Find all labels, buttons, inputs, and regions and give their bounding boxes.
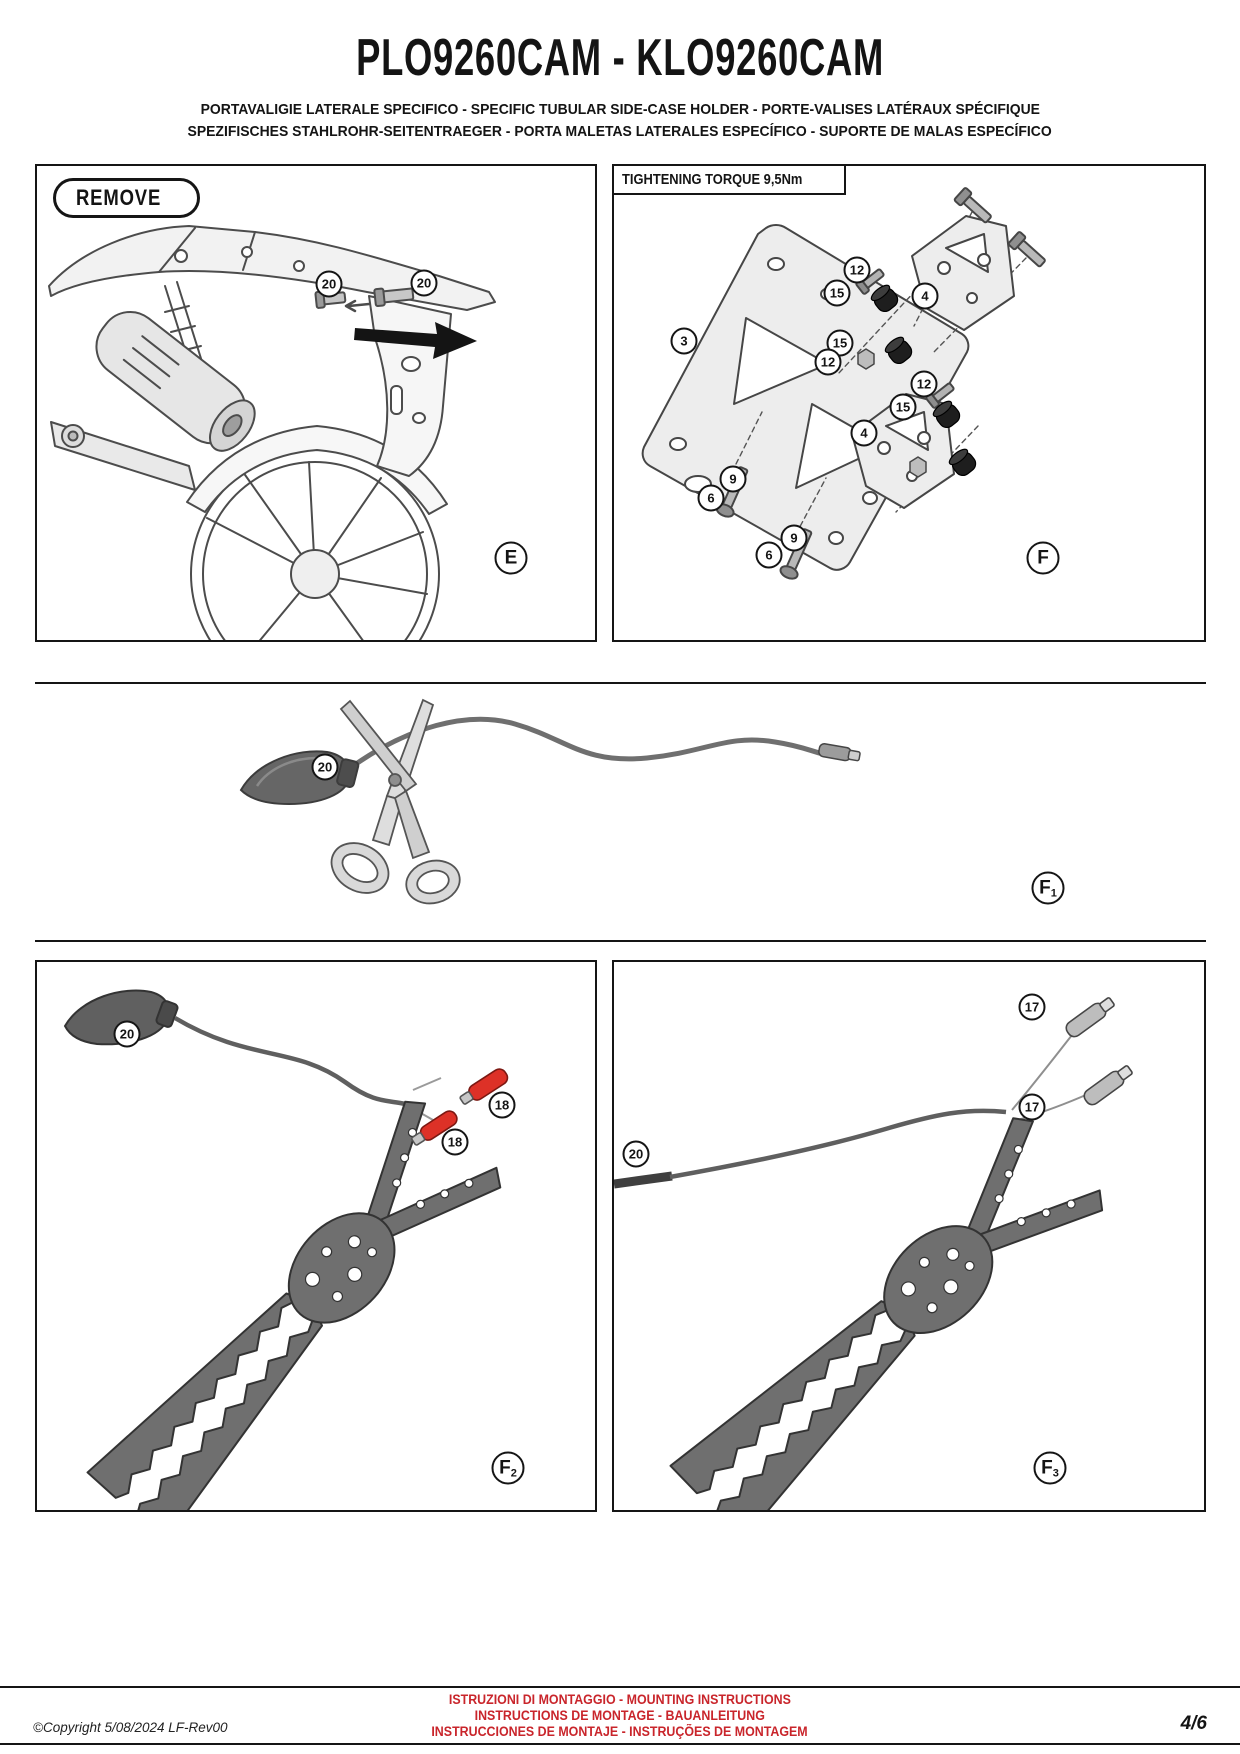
callout-20: 20 <box>311 753 339 781</box>
callout-6: 6 <box>755 541 783 569</box>
callout-12: 12 <box>814 348 842 376</box>
section-divider <box>35 940 1206 942</box>
subtitle-line-1-text: PORTAVALIGIE LATERALE SPECIFICO - SPECIF… <box>200 101 1040 118</box>
footer: ISTRUZIONI DI MONTAGGIO - MOUNTING INSTR… <box>0 1686 1240 1745</box>
callout-17: 17 <box>1018 1093 1046 1121</box>
section-divider <box>35 682 1206 684</box>
callout-17: 17 <box>1018 993 1046 1021</box>
figure-letter: F <box>1041 1457 1053 1478</box>
callout-12: 12 <box>910 370 938 398</box>
remove-label: REMOVE <box>53 178 201 218</box>
callout-9: 9 <box>719 465 747 493</box>
subtitle-line-2: SPEZIFISCHES STAHLROHR-SEITENTRAEGER - P… <box>0 123 1240 140</box>
figure-letter: F <box>1037 547 1049 568</box>
callout-20: 20 <box>622 1140 650 1168</box>
callout-4: 4 <box>911 282 939 310</box>
page-title-text: PLO9260CAM - KLO9260CAM <box>356 29 884 87</box>
callout-6: 6 <box>697 484 725 512</box>
torque-label: TIGHTENING TORQUE 9,5Nm <box>612 164 846 195</box>
panel-step-f: TIGHTENING TORQUE 9,5Nm <box>612 164 1206 642</box>
footer-instructions: ISTRUZIONI DI MONTAGGIO - MOUNTING INSTR… <box>0 1692 1240 1741</box>
crimping-pliers-red-connectors-illustration <box>63 989 509 1510</box>
callout-15: 15 <box>889 393 917 421</box>
figure-sub: 2 <box>510 1467 517 1479</box>
callout-20: 20 <box>315 270 343 298</box>
torque-label-text: TIGHTENING TORQUE 9,5Nm <box>622 171 803 188</box>
motorcycle-tail-illustration <box>48 225 496 640</box>
callout-12: 12 <box>843 256 871 284</box>
callout-15: 15 <box>823 279 851 307</box>
callout-20: 20 <box>410 269 438 297</box>
callout-18: 18 <box>441 1128 469 1156</box>
figure-sub: 1 <box>1050 887 1057 899</box>
figure-letter: E <box>504 547 518 568</box>
cut-wire-scissors-illustration <box>239 698 861 905</box>
figure-sub: 3 <box>1052 1467 1059 1479</box>
callout-20: 20 <box>113 1020 141 1048</box>
callout-9: 9 <box>780 524 808 552</box>
footer-line-3: INSTRUCCIONES DE MONTAJE - INSTRUÇÕES DE… <box>431 1724 809 1740</box>
crimping-pliers-connectors-illustration <box>614 997 1133 1510</box>
subtitle-line-2-text: SPEZIFISCHES STAHLROHR-SEITENTRAEGER - P… <box>187 123 1053 140</box>
remove-label-text: REMOVE <box>76 185 162 210</box>
figure-label-f: F <box>1026 541 1060 575</box>
figure-letter: F <box>499 1457 511 1478</box>
page-title: PLO9260CAM - KLO9260CAM <box>0 28 1240 88</box>
subtitle-line-1: PORTAVALIGIE LATERALE SPECIFICO - SPECIF… <box>0 101 1240 118</box>
footer-line-2: INSTRUCTIONS DE MONTAGE - BAUANLEITUNG <box>474 1708 766 1724</box>
callout-4: 4 <box>850 419 878 447</box>
footer-line-1: ISTRUZIONI DI MONTAGGIO - MOUNTING INSTR… <box>448 1692 791 1707</box>
callout-18: 18 <box>488 1091 516 1119</box>
panel-step-e: REMOVE <box>35 164 597 642</box>
page-number: 4/6 <box>1180 1713 1207 1734</box>
figure-letter: F <box>1039 877 1051 898</box>
figure-label-e: E <box>494 541 528 575</box>
callout-3: 3 <box>670 327 698 355</box>
copyright-text: ©Copyright 5/08/2024 LF-Rev00 <box>33 1720 228 1735</box>
